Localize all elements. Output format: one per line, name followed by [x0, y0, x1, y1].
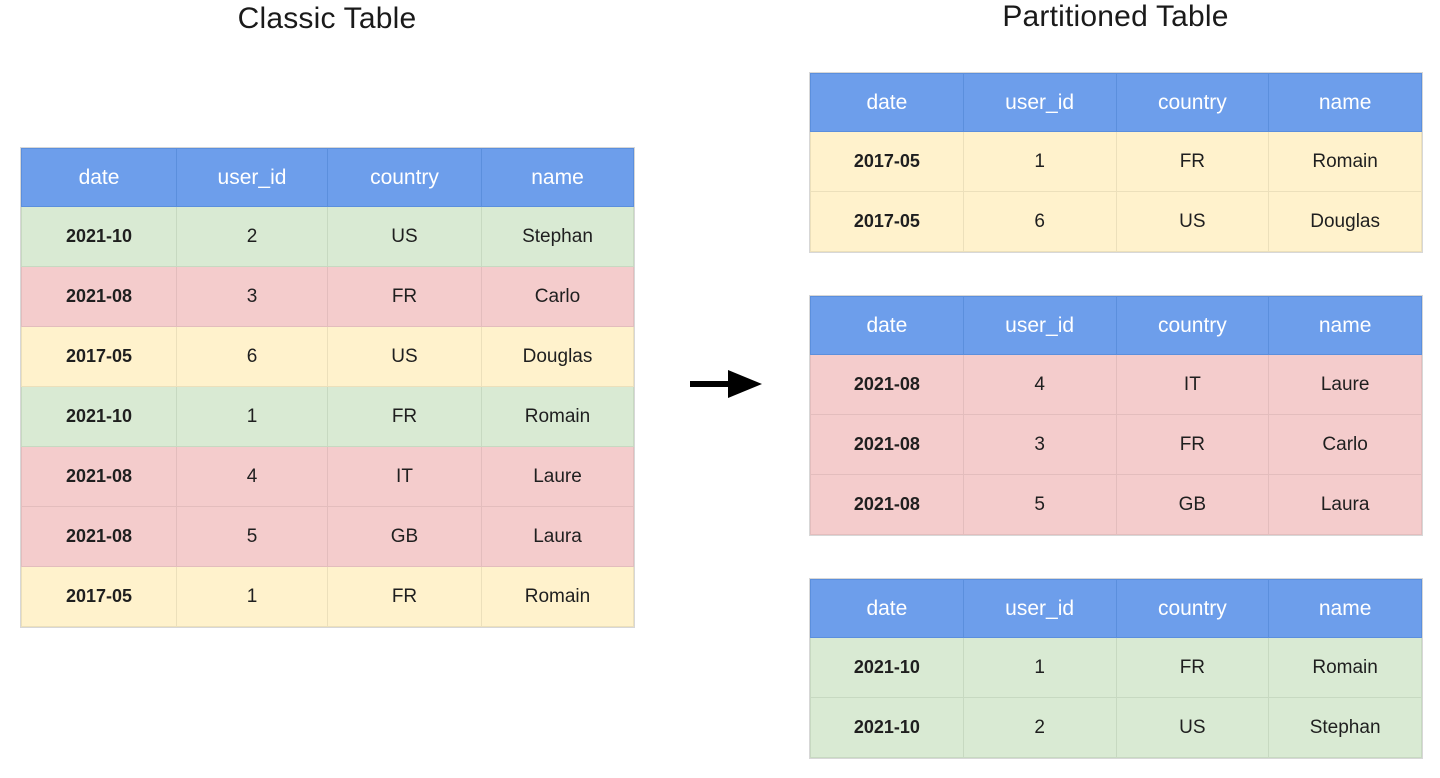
- cell-user-id: 5: [962, 474, 1117, 535]
- cell-date: 2021-10: [810, 697, 964, 758]
- cell-user-id: 6: [176, 326, 328, 387]
- cell-date: 2021-08: [810, 414, 964, 475]
- cell-country: FR: [327, 386, 482, 447]
- cell-user-id: 6: [962, 191, 1117, 252]
- column-header-name: name: [1268, 73, 1422, 132]
- table-header-row: date user_id country name: [810, 296, 1422, 355]
- cell-country: US: [1115, 191, 1270, 252]
- cell-user-id: 1: [962, 637, 1117, 698]
- cell-name: Laura: [481, 506, 634, 567]
- column-header-country: country: [1115, 296, 1270, 355]
- cell-country: FR: [327, 566, 482, 627]
- cell-date: 2017-05: [810, 191, 964, 252]
- cell-date: 2021-08: [21, 446, 177, 507]
- cell-name: Laure: [481, 446, 634, 507]
- cell-user-id: 2: [962, 697, 1117, 758]
- cell-date: 2021-08: [810, 474, 964, 535]
- cell-country: FR: [1115, 414, 1270, 475]
- cell-name: Laura: [1268, 474, 1422, 535]
- table-header-row: date user_id country name: [21, 148, 634, 207]
- column-header-name: name: [1268, 579, 1422, 638]
- cell-name: Carlo: [1268, 414, 1422, 475]
- cell-country: GB: [1115, 474, 1270, 535]
- cell-date: 2021-10: [21, 386, 177, 447]
- column-header-user-id: user_id: [962, 579, 1117, 638]
- cell-name: Douglas: [481, 326, 634, 387]
- classic-table-title: Classic Table: [237, 2, 417, 35]
- cell-date: 2021-08: [810, 354, 964, 415]
- cell-name: Stephan: [1268, 697, 1422, 758]
- cell-country: GB: [327, 506, 482, 567]
- column-header-country: country: [327, 148, 482, 207]
- cell-name: Romain: [481, 566, 634, 627]
- cell-date: 2021-08: [21, 266, 177, 327]
- column-header-name: name: [481, 148, 634, 207]
- column-header-date: date: [810, 73, 964, 132]
- cell-user-id: 3: [176, 266, 328, 327]
- cell-date: 2021-10: [810, 637, 964, 698]
- cell-date: 2021-08: [21, 506, 177, 567]
- cell-date: 2017-05: [21, 566, 177, 627]
- cell-name: Stephan: [481, 206, 634, 267]
- cell-name: Laure: [1268, 354, 1422, 415]
- cell-user-id: 5: [176, 506, 328, 567]
- cell-country: FR: [1115, 131, 1270, 192]
- cell-name: Romain: [481, 386, 634, 447]
- cell-user-id: 4: [176, 446, 328, 507]
- cell-country: IT: [1115, 354, 1270, 415]
- column-header-country: country: [1115, 579, 1270, 638]
- table-header-row: date user_id country name: [810, 73, 1422, 132]
- column-header-date: date: [21, 148, 177, 207]
- cell-country: US: [327, 326, 482, 387]
- cell-country: FR: [327, 266, 482, 327]
- cell-date: 2017-05: [810, 131, 964, 192]
- cell-user-id: 1: [176, 386, 328, 447]
- cell-date: 2017-05: [21, 326, 177, 387]
- cell-date: 2021-10: [21, 206, 177, 267]
- cell-country: FR: [1115, 637, 1270, 698]
- table-header-row: date user_id country name: [810, 579, 1422, 638]
- cell-country: US: [327, 206, 482, 267]
- partitioned-table-title: Partitioned Table: [1002, 0, 1229, 33]
- column-header-user-id: user_id: [962, 73, 1117, 132]
- cell-name: Romain: [1268, 637, 1422, 698]
- cell-country: IT: [327, 446, 482, 507]
- cell-name: Romain: [1268, 131, 1422, 192]
- cell-name: Douglas: [1268, 191, 1422, 252]
- column-header-date: date: [810, 579, 964, 638]
- right-arrow-icon: [688, 366, 766, 402]
- cell-name: Carlo: [481, 266, 634, 327]
- column-header-country: country: [1115, 73, 1270, 132]
- column-header-name: name: [1268, 296, 1422, 355]
- cell-user-id: 4: [962, 354, 1117, 415]
- column-header-user-id: user_id: [962, 296, 1117, 355]
- cell-user-id: 3: [962, 414, 1117, 475]
- cell-user-id: 2: [176, 206, 328, 267]
- cell-user-id: 1: [176, 566, 328, 627]
- cell-country: US: [1115, 697, 1270, 758]
- column-header-user-id: user_id: [176, 148, 328, 207]
- column-header-date: date: [810, 296, 964, 355]
- cell-user-id: 1: [962, 131, 1117, 192]
